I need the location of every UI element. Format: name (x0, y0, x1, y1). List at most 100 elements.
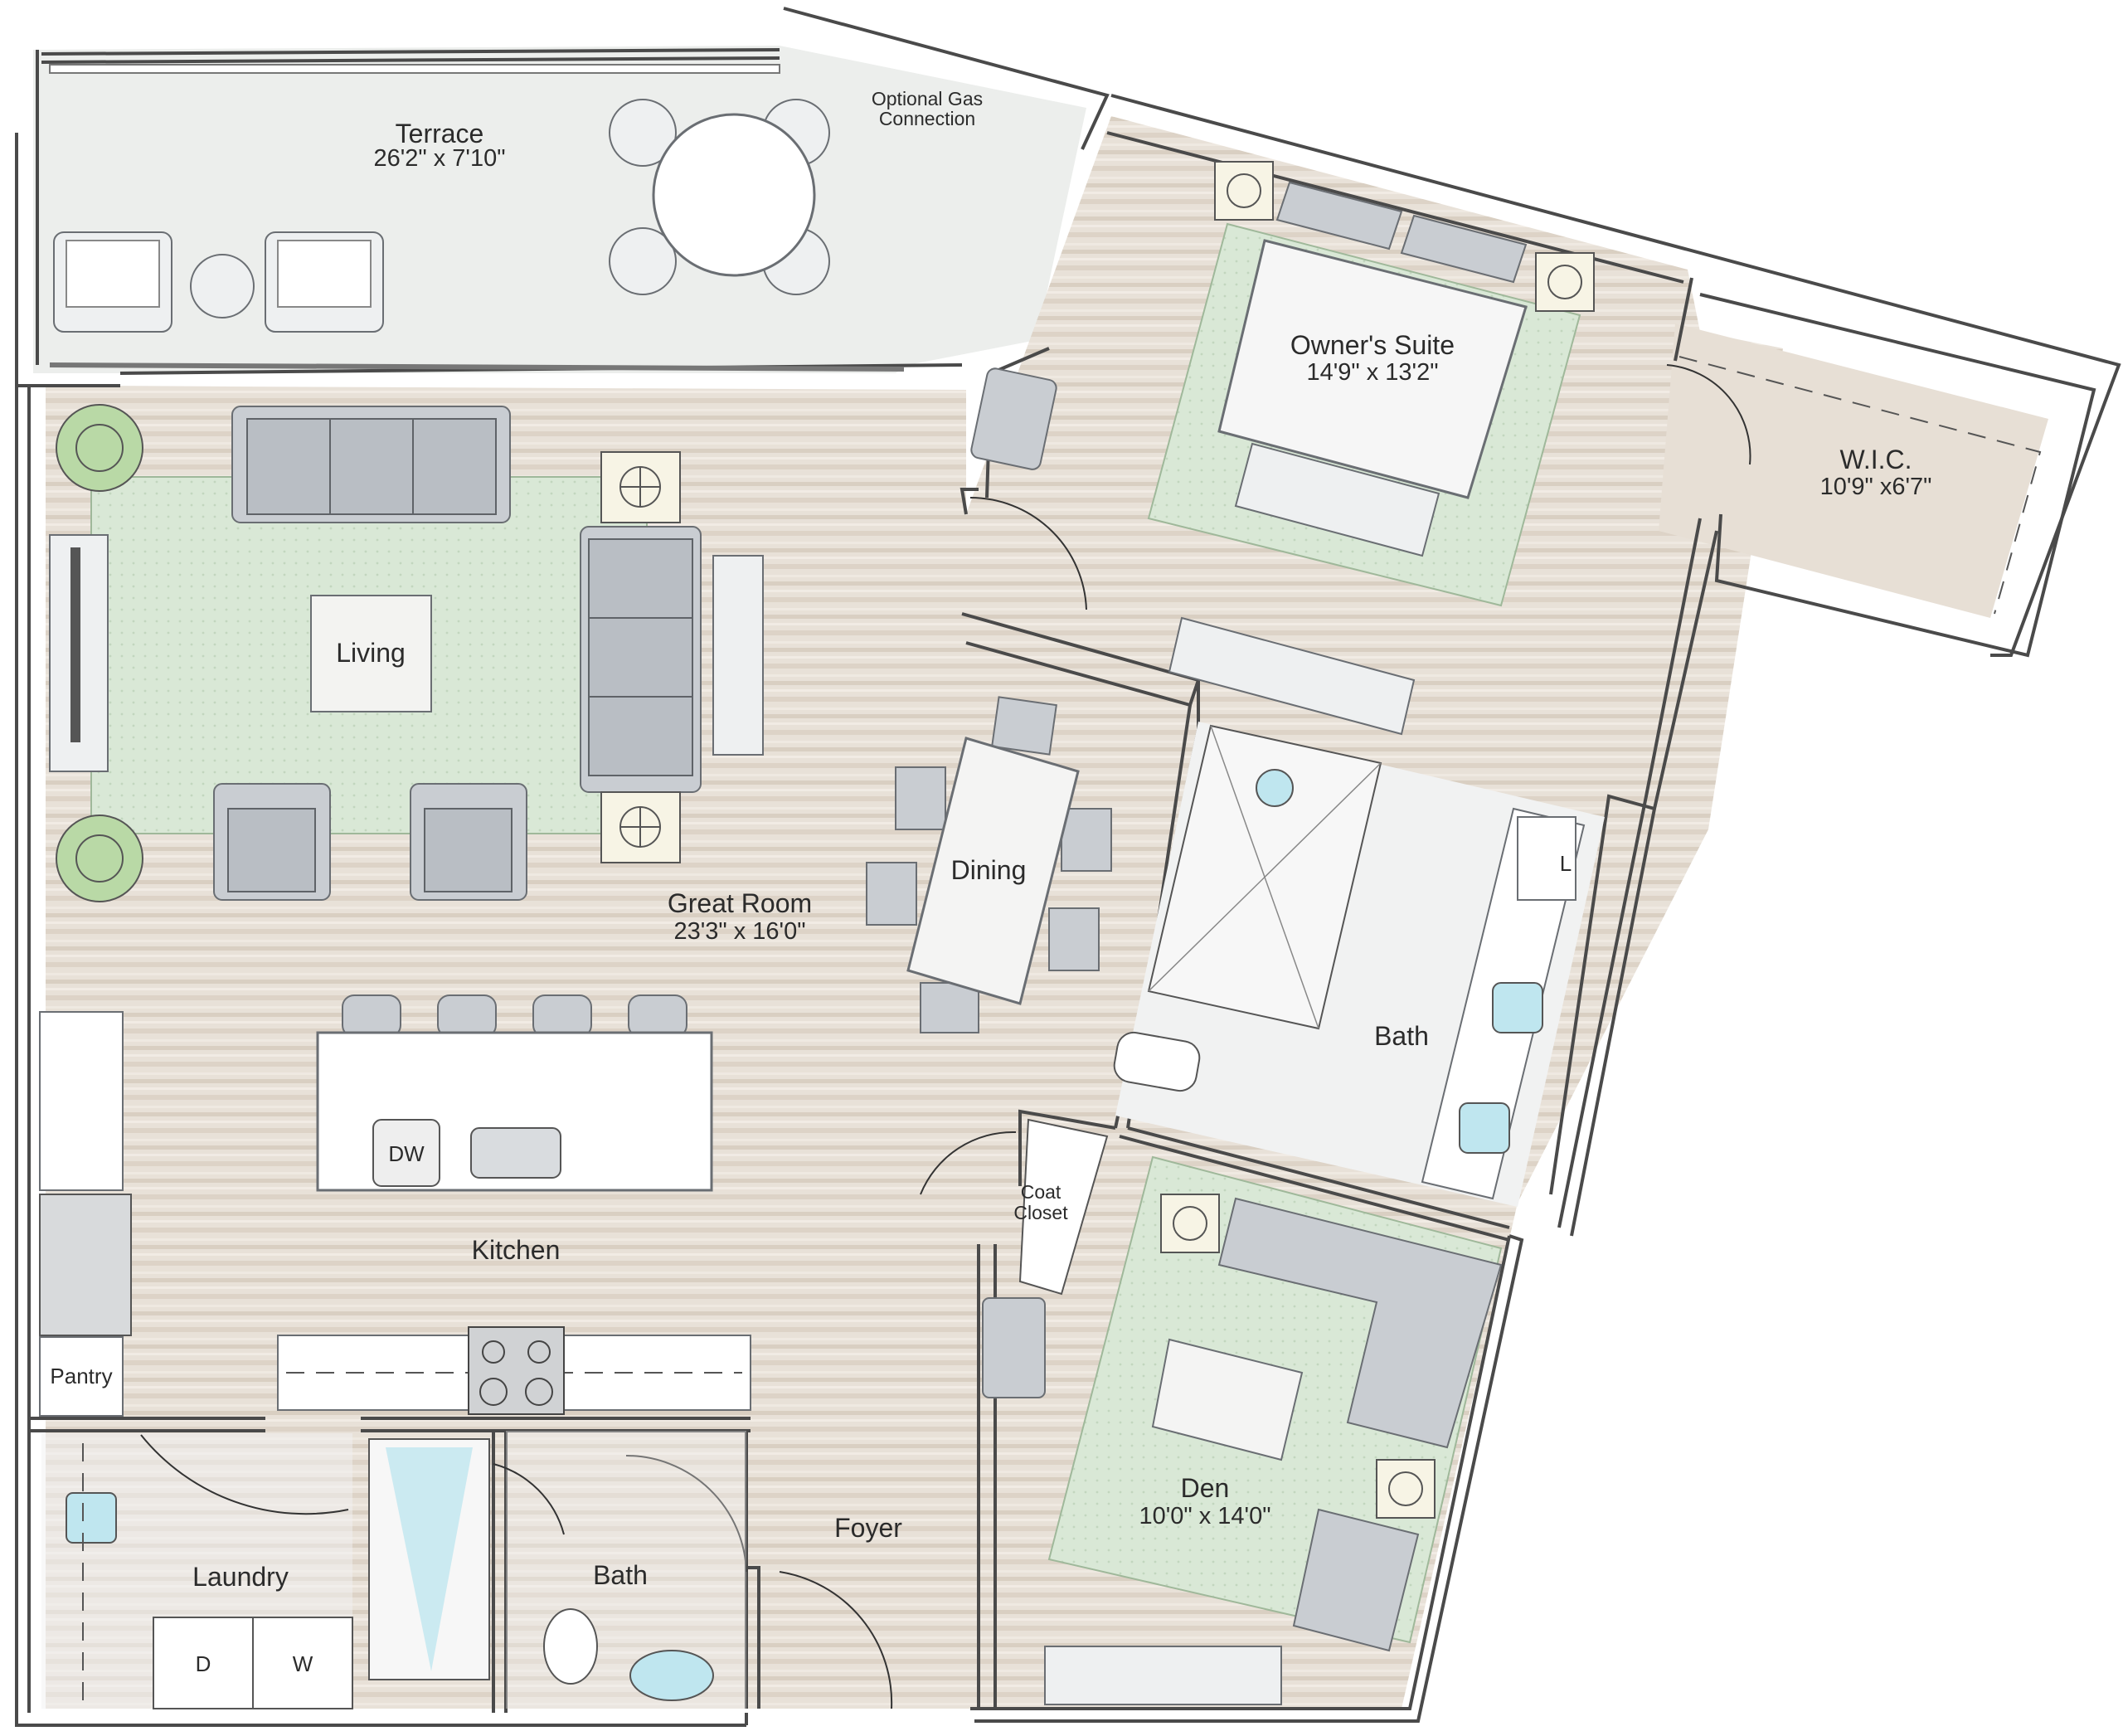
plant-icon (56, 815, 143, 902)
foyer-area: Coat Closet Foyer (625, 1118, 1109, 1709)
living-armchairs (213, 783, 527, 901)
cooktop (468, 1326, 565, 1415)
bed (1217, 239, 1528, 499)
guest-toilet (543, 1608, 598, 1685)
lounge-chair (970, 367, 1057, 470)
great-room-dims: 23'3" x 16'0" (673, 918, 805, 945)
gas-note-line1: Optional Gas (872, 88, 983, 109)
toilet (1113, 1031, 1201, 1092)
foyer-label: Foyer (834, 1513, 902, 1543)
lamp-icon (1160, 1194, 1220, 1253)
island-sink (470, 1127, 561, 1179)
wic-floor (1659, 323, 2048, 618)
linen-label: L (1560, 851, 1572, 876)
guest-sink (629, 1650, 714, 1701)
bench (1234, 442, 1440, 557)
coffee-table (310, 595, 432, 712)
bar-stools (342, 994, 687, 1038)
dining-label: Dining (951, 855, 1027, 885)
plant-icon (56, 404, 143, 492)
washer (252, 1617, 353, 1709)
dryer (153, 1617, 254, 1709)
console-table (712, 555, 764, 756)
laundry-sink (66, 1492, 117, 1544)
dresser (1168, 616, 1416, 736)
lamp-icon (1535, 252, 1595, 312)
dining-chair (1061, 808, 1112, 872)
laundry-label: Laundry (192, 1562, 289, 1592)
refrigerator (39, 1194, 132, 1336)
dining-chair (1048, 907, 1100, 971)
den-dims: 10'0" x 14'0" (1139, 1503, 1270, 1529)
owners-suite-dims: 14'9" x 13'2" (1306, 359, 1438, 386)
terrace-dining-set (609, 99, 830, 295)
laundry: D W Laundry (41, 1433, 353, 1709)
terrace-dims: 26'2" x 7'10" (373, 145, 505, 172)
living-label: Living (336, 638, 406, 668)
washer-label: W (293, 1651, 313, 1676)
den-sectional (1217, 1197, 1503, 1449)
wic-name: W.I.C. (1839, 445, 1912, 474)
lamp-icon (1376, 1459, 1436, 1519)
laundry-door-swing (140, 1434, 349, 1515)
dishwasher (372, 1119, 440, 1187)
living-area: Living (49, 404, 764, 902)
guest-bath: Bath (368, 1431, 746, 1709)
owners-suite-name: Owner's Suite (1290, 330, 1455, 360)
gas-note-line2: Connection (879, 108, 975, 129)
great-room-label: Great Room (668, 888, 812, 918)
terrace: Terrace 26'2" x 7'10" Optional Gas Conne… (49, 64, 983, 372)
dining-area: Dining Great Room 23'3" x 16'0" (668, 696, 1112, 1033)
den-name: Den (1181, 1473, 1230, 1503)
owners-suite: Owner's Suite 14'9" x 13'2" (969, 161, 1595, 736)
terrace-lounge-chairs (53, 231, 384, 333)
perimeter-counter (39, 1011, 124, 1191)
guest-bath-door-swing (493, 1463, 565, 1535)
coat-closet-line1: Coat (1021, 1181, 1062, 1203)
dining-chair (895, 766, 946, 830)
pantry-cabinet (39, 1336, 124, 1417)
foyer-door-swing (625, 1455, 747, 1573)
tv (70, 547, 80, 742)
terrace-table (652, 113, 816, 277)
terrace-side-table (190, 254, 255, 319)
suite-door-swing (969, 497, 1087, 610)
lamp-icon (1214, 161, 1274, 221)
dining-table (906, 737, 1080, 1005)
den-coffee-table (1151, 1338, 1304, 1461)
den-media-console (1044, 1646, 1282, 1705)
dining-chair (920, 982, 979, 1033)
coat-closet-door-swing (920, 1131, 1017, 1195)
pillow (1400, 214, 1528, 284)
entry-door-swing (779, 1571, 893, 1709)
kitchen-area: DW Pantry Kitchen (39, 994, 751, 1417)
dishwasher-label: DW (388, 1141, 425, 1166)
shower-drain (1256, 769, 1294, 807)
wic: W.I.C. 10'9" x6'7" (1666, 356, 2042, 615)
living-sofa-top (231, 406, 511, 523)
pantry-label: Pantry (50, 1364, 112, 1388)
kitchen-label: Kitchen (472, 1235, 561, 1265)
dining-chair (991, 696, 1057, 756)
living-sofa-right (580, 526, 702, 793)
lamp-icon (600, 791, 681, 863)
linen-closet (1517, 816, 1576, 901)
terrace-name: Terrace (396, 119, 484, 148)
master-bath-label: Bath (1374, 1021, 1429, 1051)
den: Den 10'0" x 14'0" (1044, 1155, 1503, 1705)
coat-closet (1018, 1118, 1109, 1296)
dining-chair (866, 862, 917, 926)
coat-closet-line2: Closet (1013, 1202, 1068, 1223)
master-bath: L Bath (1113, 722, 1605, 1207)
bench-console (982, 1297, 1046, 1398)
sink-icon (1492, 982, 1543, 1033)
terrace-railing (49, 64, 780, 74)
wic-dims: 10'9" x6'7" (1820, 474, 1932, 500)
pillow (1275, 181, 1403, 250)
dryer-label: D (196, 1651, 211, 1676)
wic-door-swing (1666, 364, 1751, 465)
guest-bath-label: Bath (593, 1560, 648, 1590)
den-armchair (1292, 1508, 1420, 1652)
sink-icon (1459, 1102, 1510, 1154)
